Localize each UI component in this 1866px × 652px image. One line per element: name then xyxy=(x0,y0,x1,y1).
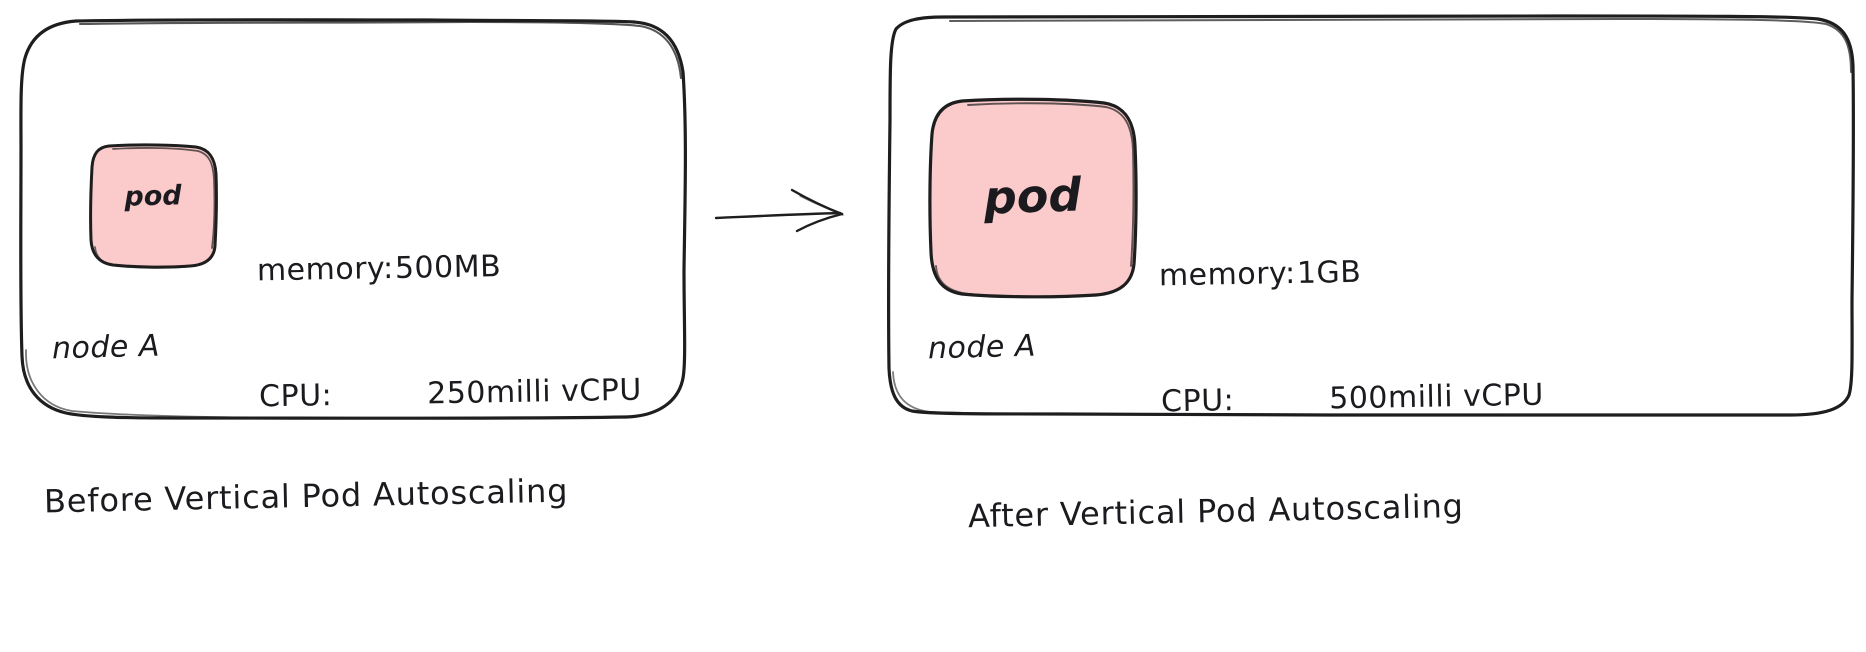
spec-key-cpu-after: CPU: xyxy=(1160,383,1235,420)
spec-value-cpu-before: 250milli vCPU xyxy=(396,372,643,412)
spec-row-cpu-after: CPU: 500milli vCPU xyxy=(1161,375,1544,424)
spec-key-memory-after: memory: xyxy=(1158,255,1296,294)
spec-value-memory-before: 500MB xyxy=(394,249,502,286)
spec-value-cpu-after: 500milli vCPU xyxy=(1298,377,1545,417)
spec-key-memory-before: memory: xyxy=(256,250,394,289)
arrow-right-icon xyxy=(714,188,844,233)
node-box-after xyxy=(886,14,1856,418)
spec-value-memory-after: 1GB xyxy=(1296,254,1362,291)
pod-specs-before: memory:500MB CPU: 250milli vCPU xyxy=(255,160,644,503)
node-label-before: node A xyxy=(51,328,161,367)
pod-box-before xyxy=(89,143,218,269)
spec-row-cpu-before: CPU: 250milli vCPU xyxy=(259,370,642,419)
spec-key-cpu-before: CPU: xyxy=(258,378,333,415)
pod-specs-after: memory:1GB CPU: 500milli vCPU xyxy=(1157,165,1546,508)
node-label-after: node A xyxy=(927,328,1037,367)
pod-label-before: pod xyxy=(123,180,183,213)
spec-row-memory-before: memory:500MB xyxy=(257,244,640,293)
spec-row-memory-after: memory:1GB xyxy=(1159,249,1542,298)
pod-label-after: pod xyxy=(982,167,1083,225)
pod-box-after xyxy=(928,97,1138,299)
node-box-before xyxy=(19,18,687,420)
